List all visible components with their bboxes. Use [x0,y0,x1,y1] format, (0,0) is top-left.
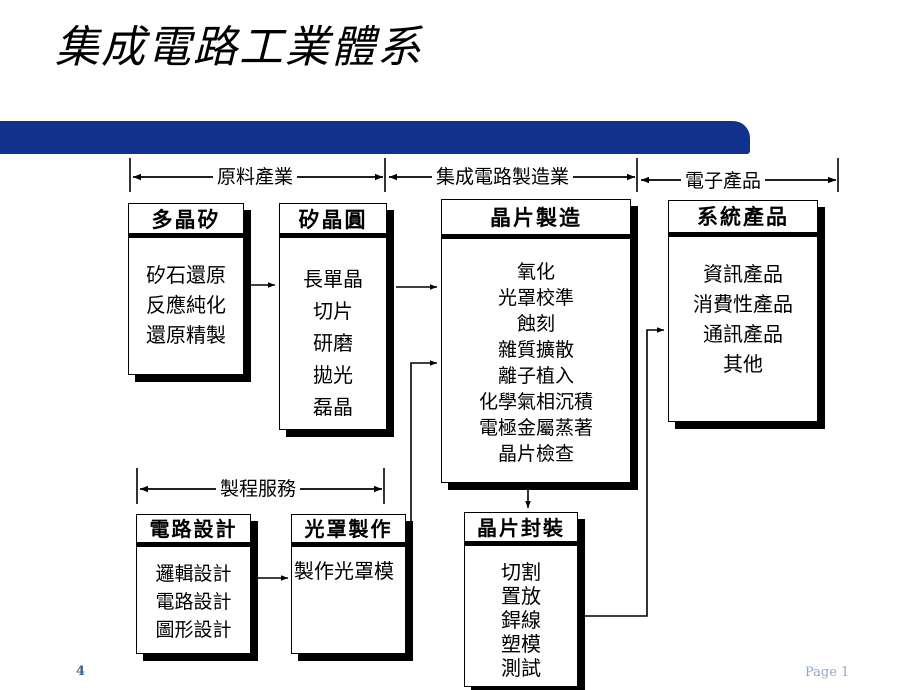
node-body: 製作光罩模 [292,547,405,585]
node-item: 拋光 [313,363,353,387]
node-title: 系統產品 [669,201,817,237]
node-item: 電路設計 [155,591,232,613]
node-body: 長單晶 切片 研磨 拋光 磊晶 [280,238,386,423]
footer-slide-number: 4 [76,664,86,679]
bracket-label-electronic-products: 電子產品 [681,170,766,192]
node-title: 晶片製造 [442,200,630,239]
node-item: 邏輯設計 [155,563,232,585]
node-title: 光罩製作 [292,515,405,547]
node-item: 消費性產品 [693,292,793,316]
node-item: 切割 [501,560,541,584]
node-title: 晶片封裝 [465,513,577,546]
node-title: 多晶矽 [129,204,243,238]
node-item: 電極金屬蒸著 [478,417,593,439]
node-item: 製作光罩模 [294,559,394,583]
node-item: 銲線 [501,608,541,632]
node-photomask-fabrication[interactable]: 光罩製作 製作光罩模 [291,514,406,654]
node-polysilicon[interactable]: 多晶矽 矽石還原 反應純化 還原精製 [128,203,244,375]
node-item: 研磨 [313,331,353,355]
node-chip-packaging[interactable]: 晶片封裝 切割 置放 銲線 塑模 測試 [464,512,578,687]
node-body: 氧化 光罩校準 蝕刻 雜質擴散 離子植入 化學氣相沉積 電極金屬蒸著 晶片檢查 [442,239,630,467]
node-circuit-design[interactable]: 電路設計 邏輯設計 電路設計 圖形設計 [136,514,251,654]
bracket-label-material: 原料產業 [213,166,298,188]
node-chip-fabrication[interactable]: 晶片製造 氧化 光罩校準 蝕刻 雜質擴散 離子植入 化學氣相沉積 電極金屬蒸著 … [441,199,631,483]
node-item: 矽石還原 [146,263,226,287]
node-item: 圖形設計 [155,619,232,641]
node-item: 光罩校準 [497,287,574,309]
node-item: 資訊產品 [703,262,783,286]
bracket-label-ic-manufacturing: 集成電路製造業 [432,166,574,188]
node-body: 邏輯設計 電路設計 圖形設計 [137,547,250,644]
node-item: 置放 [501,584,541,608]
footer-page-label: Page 1 [805,665,850,680]
node-item: 長單晶 [303,267,363,291]
node-item: 測試 [501,656,541,680]
node-item: 還原精製 [146,323,226,347]
node-item: 蝕刻 [516,313,555,335]
node-item: 其他 [723,352,763,376]
node-item: 離子植入 [497,365,574,387]
node-item: 通訊產品 [703,322,783,346]
node-body: 切割 置放 銲線 塑模 測試 [465,546,577,680]
node-title: 矽晶圓 [280,204,386,238]
node-item: 磊晶 [313,395,353,419]
node-item: 化學氣相沉積 [478,391,593,413]
bracket-ticks-service [136,468,385,504]
node-silicon-wafer[interactable]: 矽晶圓 長單晶 切片 研磨 拋光 磊晶 [279,203,387,430]
page-title: 集成電路工業體系 [55,22,423,73]
arrow-package-to-system [583,327,664,617]
node-item: 反應純化 [146,293,226,317]
bracket-label-process-service: 製程服務 [216,478,301,500]
node-system-products[interactable]: 系統產品 資訊產品 消費性產品 通訊產品 其他 [668,200,818,422]
node-item: 塑模 [501,632,541,656]
node-body: 資訊產品 消費性產品 通訊產品 其他 [669,237,817,379]
node-item: 雜質擴散 [497,339,574,361]
node-title: 電路設計 [137,515,250,547]
bracket-ticks [129,158,839,192]
arrow-mask-to-fab [410,360,437,560]
title-banner-bar [0,121,750,154]
node-item: 晶片檢查 [497,443,574,465]
node-body: 矽石還原 反應純化 還原精製 [129,238,243,350]
node-item: 氧化 [516,261,555,283]
node-item: 切片 [313,299,353,323]
